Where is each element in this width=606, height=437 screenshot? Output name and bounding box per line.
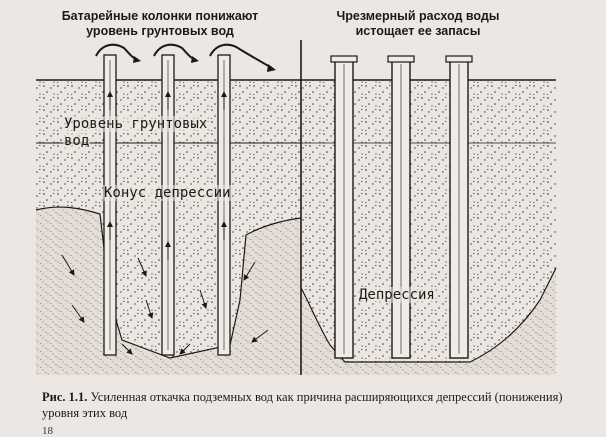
caption-figure-number: Рис. 1.1. (42, 390, 88, 404)
cone-boundary-left (35, 206, 302, 359)
depression-water-right (301, 268, 556, 375)
right-panel (300, 55, 557, 375)
cone-water-left (36, 207, 301, 375)
figure-caption: Рис. 1.1. Усиленная откачка подземных во… (42, 389, 582, 421)
flow-arrows (61, 91, 269, 355)
caption-text: Усиленная откачка подземных вод как прич… (42, 390, 563, 420)
left-panel (35, 43, 302, 375)
page-number: 18 (42, 425, 53, 437)
deep-well-3 (445, 55, 473, 359)
left-panel-title: Батарейные колонки понижают уровень грун… (61, 9, 259, 38)
groundwater-level-label-line1: Уровень грунтовых (63, 116, 209, 132)
groundwater-level-label-line2: вод (63, 133, 91, 149)
deep-well-2 (387, 55, 415, 359)
cone-of-depression-label: Конус депрессии (103, 185, 232, 201)
right-panel-title: Чрезмерный расход воды истощает ее запас… (336, 9, 500, 38)
deep-well-1 (330, 55, 358, 359)
depression-label: Депрессия (358, 287, 436, 303)
depression-boundary-right (300, 267, 557, 363)
